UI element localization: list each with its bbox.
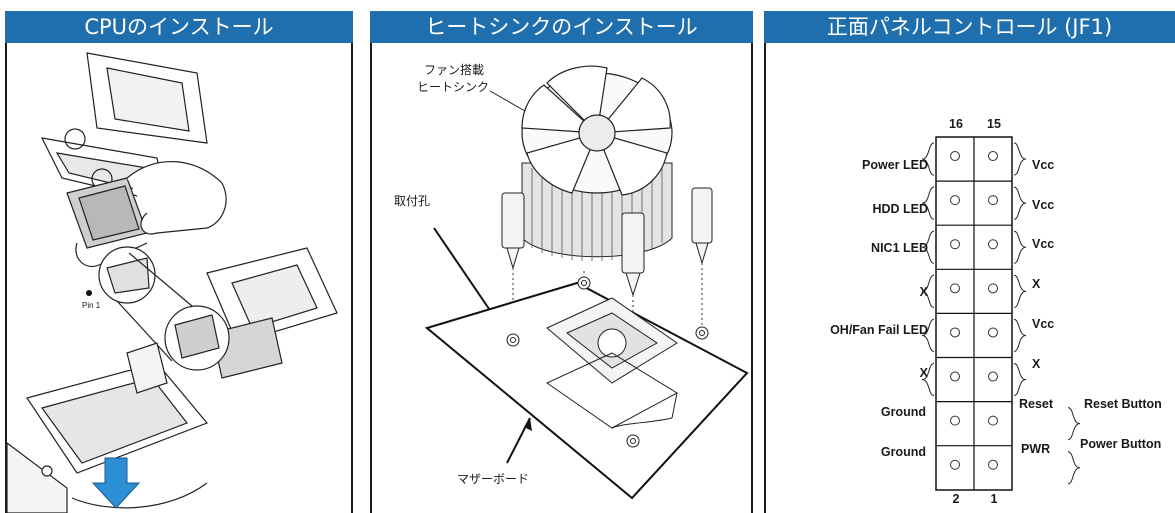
right-brace — [1013, 186, 1027, 220]
jf1-pin — [988, 195, 998, 206]
pin-number-15: 15 — [987, 117, 1001, 131]
right-brace — [1013, 142, 1027, 176]
right-label-x-2: X — [1032, 357, 1041, 371]
right-brace — [1013, 363, 1027, 397]
cpu-lid-close-drawing — [7, 342, 208, 513]
left-brace — [921, 363, 935, 397]
pin-number-2: 2 — [953, 492, 960, 506]
left-label-oh-fan-fail-led: OH/Fan Fail LED — [830, 323, 928, 337]
hand-drawing — [75, 160, 227, 267]
pin1-marker — [86, 290, 92, 296]
jf1-pin — [988, 371, 998, 382]
heatsink-install-body: ファン搭載 ヒートシンク — [370, 43, 753, 513]
right-label-vcc-3: Vcc — [1032, 237, 1054, 251]
jf1-pin — [988, 239, 998, 250]
mounting-hole-label: 取付孔 — [394, 194, 430, 208]
heatsink-install-panel: ヒートシンクのインストール ファン搭載 ヒートシンク — [370, 11, 753, 513]
jf1-pin — [988, 459, 998, 470]
reset-button-label: Reset Button — [1084, 397, 1162, 411]
right-brace — [1013, 274, 1027, 308]
right-label-vcc-2: Vcc — [1032, 198, 1054, 212]
left-brace — [921, 230, 935, 264]
cpu-install-illustration: Pin 1 — [7, 52, 338, 513]
jf1-pinout-diagram: 16 15 2 1 Power LED HDD LED NIC1 LED X O… — [830, 117, 1162, 506]
right-label-vcc-4: Vcc — [1032, 317, 1054, 331]
cpu-install-body: Pin 1 — [5, 43, 353, 513]
right-label-vcc-1: Vcc — [1032, 158, 1054, 172]
jf1-pin — [950, 415, 960, 426]
left-brace — [921, 274, 935, 308]
jf1-header-grid — [935, 136, 1013, 491]
left-brace — [921, 142, 935, 176]
left-label-hdd-led: HDD LED — [872, 202, 928, 216]
left-brace — [921, 186, 935, 220]
jf1-pin — [950, 371, 960, 382]
right-brace — [1013, 230, 1027, 264]
right-label-reset: Reset — [1019, 397, 1054, 411]
jf1-pin — [988, 151, 998, 162]
close-direction-arrow — [91, 457, 141, 509]
jf1-pin — [950, 239, 960, 250]
jf1-pin — [950, 283, 960, 294]
cpu-pin1-drawing — [98, 246, 338, 379]
jf1-pin — [988, 327, 998, 338]
mounting-holes — [506, 276, 709, 448]
button-brace — [1067, 407, 1081, 441]
cpu-install-panel: CPUのインストール — [5, 11, 353, 513]
cpu-chip-drawing — [66, 177, 148, 249]
right-label-pwr: PWR — [1021, 442, 1050, 456]
pin1-label: Pin 1 — [82, 301, 101, 310]
fan-blades-drawing — [521, 65, 673, 196]
heatsink-install-title: ヒートシンクのインストール — [370, 11, 753, 43]
jf1-pin — [988, 283, 998, 294]
fan-heatsink-label-line1: ファン搭載 — [424, 63, 484, 77]
left-label-power-led: Power LED — [862, 158, 928, 172]
cpu-install-title: CPUのインストール — [5, 11, 353, 43]
jf1-panel: 正面パネルコントロール (JF1) 16 15 2 1 Power LED HD… — [764, 11, 1175, 513]
left-label-nic1-led: NIC1 LED — [871, 241, 928, 255]
left-brace — [921, 318, 935, 352]
jf1-pin — [950, 459, 960, 470]
pin-number-1: 1 — [991, 492, 998, 506]
jf1-pin — [950, 151, 960, 162]
button-brace — [1067, 451, 1081, 485]
push-pins-drawing — [501, 187, 713, 297]
pin-guides — [512, 263, 703, 443]
board-socket-drawing — [545, 297, 679, 429]
pin-number-16: 16 — [949, 117, 963, 131]
fan-heatsink-label-line2: ヒートシンク — [417, 80, 489, 94]
left-label-ground-1: Ground — [881, 405, 926, 419]
left-label-x-1: X — [920, 285, 929, 299]
jf1-title: 正面パネルコントロール (JF1) — [764, 11, 1175, 43]
power-button-label: Power Button — [1080, 437, 1161, 451]
left-label-x-2: X — [920, 366, 929, 380]
jf1-body: 16 15 2 1 Power LED HDD LED NIC1 LED X O… — [764, 43, 1175, 513]
right-label-x-1: X — [1032, 277, 1041, 291]
jf1-pin — [950, 195, 960, 206]
heatsink-illustration: ファン搭載 ヒートシンク — [394, 63, 749, 500]
jf1-pin — [950, 327, 960, 338]
motherboard-label: マザーボード — [457, 472, 529, 486]
jf1-pin — [988, 415, 998, 426]
right-brace — [1013, 318, 1027, 352]
left-label-ground-2: Ground — [881, 445, 926, 459]
